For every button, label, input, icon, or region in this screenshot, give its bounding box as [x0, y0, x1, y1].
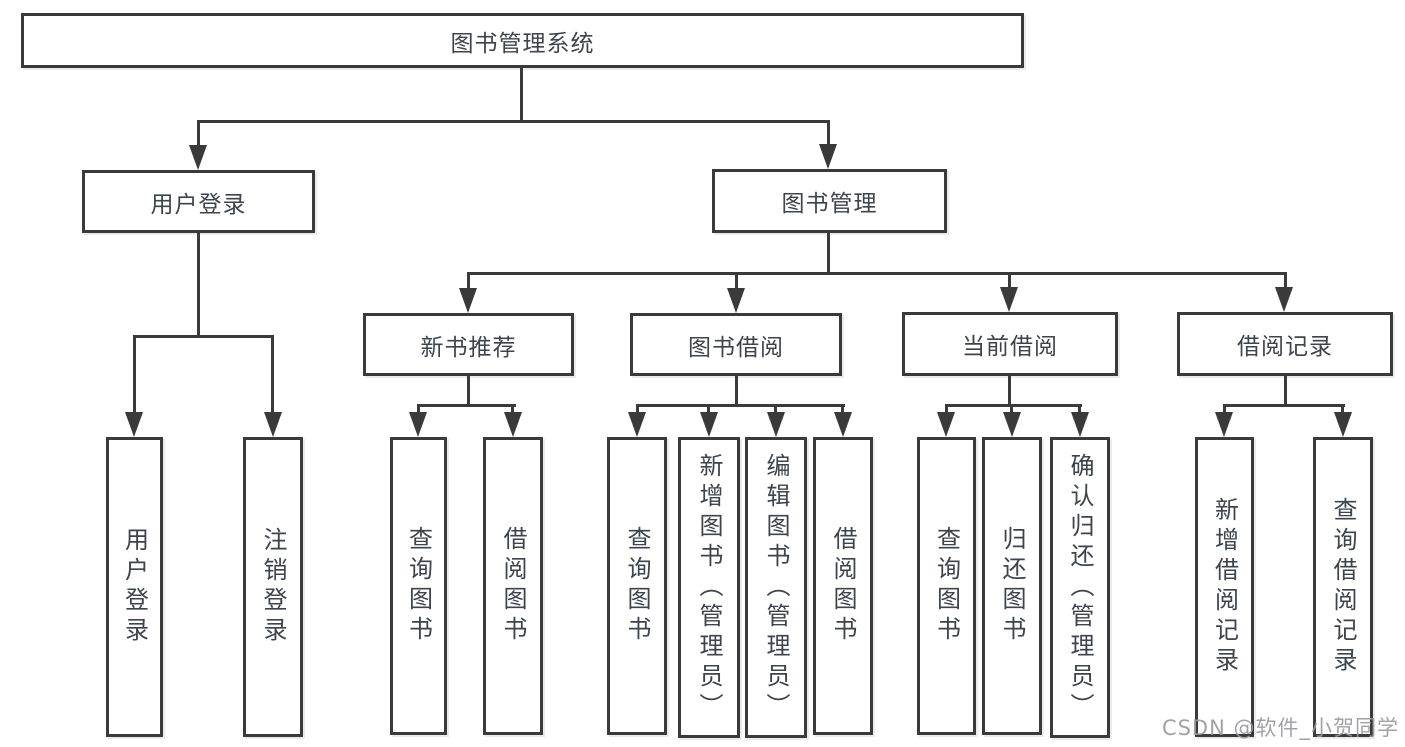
connector-line	[1223, 404, 1226, 416]
connector-line	[417, 404, 516, 407]
node-label: 注销登录	[259, 527, 287, 647]
arrow-down-icon	[628, 412, 646, 437]
node-label: 确认归还（管理员）	[1066, 452, 1094, 723]
node-leaf-user-login: 用户登录	[106, 437, 163, 737]
arrow-down-icon	[1275, 287, 1293, 312]
node-label: 用户登录	[120, 527, 149, 647]
connector-line	[133, 335, 274, 338]
connector-line	[774, 404, 777, 416]
connector-line	[197, 233, 200, 338]
connector-line	[1008, 272, 1011, 291]
connector-line	[467, 376, 470, 407]
connector-line	[467, 272, 470, 291]
connector-line	[1078, 404, 1081, 416]
arrow-down-icon	[727, 288, 745, 313]
arrow-down-icon	[1215, 412, 1233, 437]
arrow-down-icon	[767, 412, 785, 437]
connector-line	[636, 404, 845, 407]
node-borrowing-records: 借阅记录	[1177, 312, 1393, 376]
arrow-down-icon	[700, 412, 718, 437]
connector-line	[827, 233, 830, 275]
node-leaf-edit-books-admin: 编辑图书（管理员）	[745, 437, 807, 738]
connector-line	[1223, 404, 1345, 407]
node-label: 当前借阅	[962, 334, 1058, 360]
connector-line	[520, 68, 523, 121]
node-leaf-return-books: 归还图书	[982, 437, 1042, 735]
node-label: 图书借阅	[688, 334, 784, 361]
connector-line	[735, 272, 738, 291]
node-label: 新书推荐	[420, 334, 517, 361]
arrow-down-icon	[504, 412, 522, 437]
arrow-down-icon	[125, 412, 143, 437]
node-label: 用户登录	[150, 191, 247, 218]
node-label: 借阅图书	[829, 526, 857, 646]
node-leaf-query-books-current: 查询图书	[917, 437, 976, 735]
node-label: 归还图书	[998, 526, 1026, 646]
node-leaf-logout: 注销登录	[243, 437, 303, 737]
arrow-down-icon	[409, 412, 427, 437]
node-label: 借阅记录	[1237, 334, 1333, 360]
arrow-down-icon	[189, 145, 207, 170]
node-label: 图书管理	[781, 191, 878, 217]
node-library-system: 图书管理系统	[21, 13, 1024, 68]
connector-line	[467, 272, 1287, 275]
connector-line	[841, 404, 844, 416]
arrow-down-icon	[459, 288, 477, 313]
node-book-management: 图书管理	[712, 169, 947, 233]
node-label: 借阅图书	[499, 526, 527, 646]
node-leaf-add-books-admin: 新增图书（管理员）	[678, 437, 740, 738]
arrow-down-icon	[1071, 412, 1089, 437]
connector-line	[1284, 272, 1287, 291]
connector-line	[945, 404, 1082, 407]
watermark: CSDN @软件_小贺同学	[1161, 716, 1399, 740]
node-leaf-borrow-books-recommend: 借阅图书	[483, 437, 543, 735]
node-label: 查询借阅记录	[1329, 497, 1357, 677]
node-current-borrowing: 当前借阅	[902, 312, 1118, 376]
connector-line	[1341, 404, 1344, 416]
node-leaf-confirm-return-admin: 确认归还（管理员）	[1050, 437, 1110, 738]
connector-line	[1284, 376, 1287, 407]
connector-line	[197, 120, 830, 123]
arrow-down-icon	[819, 144, 837, 169]
connector-line	[1010, 404, 1013, 416]
node-label: 新增借阅记录	[1210, 497, 1239, 677]
connector-line	[417, 404, 420, 416]
node-leaf-borrow-books-borrowing: 借阅图书	[813, 437, 873, 735]
connector-line	[511, 404, 514, 416]
node-book-borrowing: 图书借阅	[630, 313, 842, 376]
node-label: 编辑图书（管理员）	[762, 452, 790, 723]
node-label: 新增图书（管理员）	[695, 452, 723, 723]
node-label: 查询图书	[404, 526, 433, 646]
arrow-down-icon	[834, 412, 852, 437]
connector-line	[133, 335, 136, 415]
connector-line	[197, 120, 200, 147]
node-label: 查询图书	[623, 526, 651, 646]
node-new-book-recommendation: 新书推荐	[363, 313, 574, 376]
connector-line	[707, 404, 710, 416]
connector-line	[735, 376, 738, 407]
node-leaf-query-books-recommend: 查询图书	[390, 437, 447, 735]
node-user-login: 用户登录	[82, 170, 315, 233]
connector-line	[636, 404, 639, 416]
connector-line	[1008, 376, 1011, 407]
connector-line	[271, 335, 274, 415]
connector-line	[827, 120, 830, 147]
arrow-down-icon	[1000, 287, 1018, 312]
arrow-down-icon	[1003, 412, 1021, 437]
node-label: 图书管理系统	[450, 30, 595, 57]
node-leaf-query-borrow-record: 查询借阅记录	[1313, 437, 1373, 737]
connector-line	[945, 404, 948, 416]
node-leaf-add-borrow-record: 新增借阅记录	[1195, 437, 1254, 737]
node-label: 查询图书	[932, 526, 961, 646]
arrow-down-icon	[264, 412, 282, 437]
arrow-down-icon	[1334, 412, 1352, 437]
node-leaf-query-books-borrowing: 查询图书	[607, 437, 667, 735]
arrow-down-icon	[937, 412, 955, 437]
